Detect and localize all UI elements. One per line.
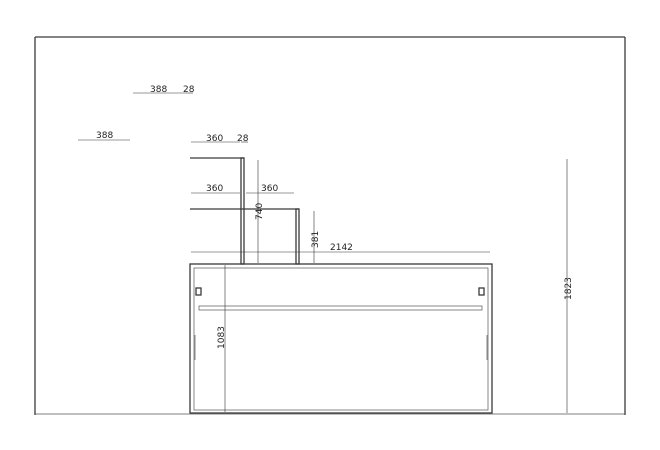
frame (34, 36, 626, 415)
dim-right-height: 1823 (564, 277, 574, 300)
upper-middle-unit (190, 157, 245, 265)
dim-740: 740 (255, 203, 265, 220)
dim-tall-width: 388 (150, 85, 167, 95)
dim-381: 381 (311, 231, 321, 248)
bed-hinge-left (195, 287, 202, 296)
low-unit (244, 208, 300, 265)
dim-upper-mid-width: 360 (206, 134, 223, 144)
dim-left-width: 388 (96, 131, 113, 141)
dim-bed-width: 2142 (330, 243, 353, 253)
dim-low-width: 360 (261, 184, 278, 194)
dim-bed-height: 1083 (217, 326, 227, 349)
dim-mid-width: 360 (206, 184, 223, 194)
dim-upper-mid-post: 28 (237, 134, 249, 144)
bed-hinge-right (478, 287, 485, 296)
dim-tall-post: 28 (183, 85, 195, 95)
wall-bed-cabinet (189, 263, 493, 414)
dimensions: 388 28 388 360 28 360 360 740 381 2142 1… (78, 85, 574, 413)
